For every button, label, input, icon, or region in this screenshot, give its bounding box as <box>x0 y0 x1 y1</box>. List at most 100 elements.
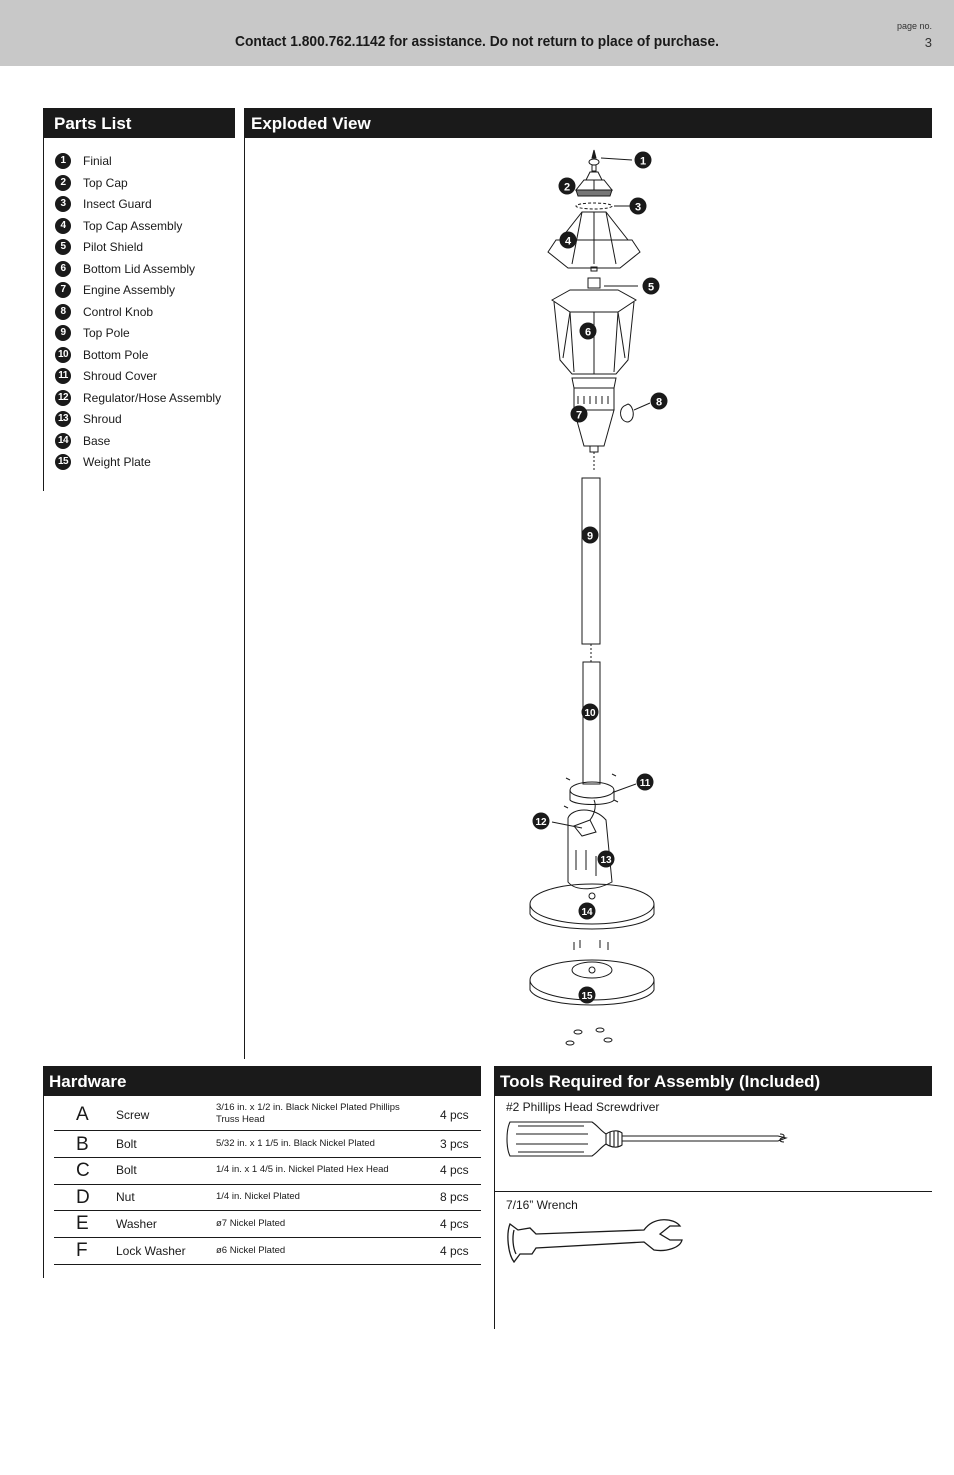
hw-letter: C <box>76 1160 90 1181</box>
base-part <box>529 883 655 930</box>
tool-name-screwdriver: #2 Phillips Head Screwdriver <box>506 1100 660 1114</box>
wrench-icon <box>507 1219 683 1264</box>
part-number: 11 <box>55 368 71 384</box>
hw-quantity: 4 pcs <box>440 1217 469 1231</box>
callout-15-label: 15 <box>581 991 593 1002</box>
header-bar: Contact 1.800.762.1142 for assistance. D… <box>0 0 954 66</box>
engine-assembly-part <box>571 377 617 470</box>
part-name: Bottom Pole <box>83 347 149 362</box>
part-number: 9 <box>55 325 71 341</box>
screwdriver-icon <box>506 1121 788 1157</box>
hw-name: Bolt <box>116 1137 137 1151</box>
list-item: 14 Base <box>55 432 235 450</box>
part-name: Shroud <box>83 412 122 426</box>
part-number: 14 <box>55 432 71 449</box>
callout-6: 6 <box>579 322 597 340</box>
callout-15: 15 <box>578 986 596 1004</box>
parts-list-rule <box>43 108 44 491</box>
table-row: F Lock Washer ø6 Nickel Plated 4 pcs <box>54 1238 481 1265</box>
exploded-view-diagram: 1 2 3 4 5 6 7 8 9 10 11 12 13 14 15 <box>529 149 668 1046</box>
hw-name: Lock Washer <box>116 1244 186 1258</box>
hw-quantity: 4 pcs <box>440 1163 469 1177</box>
part-number: 10 <box>55 346 71 363</box>
hw-quantity: 8 pcs <box>440 1190 469 1204</box>
hw-description: ø6 Nickel Plated <box>216 1245 286 1256</box>
callout-13: 13 <box>597 850 615 868</box>
hardware-heading: Hardware <box>44 1066 481 1096</box>
hw-quantity: 4 pcs <box>440 1244 469 1258</box>
top-cap-part <box>574 171 614 197</box>
control-knob-part <box>620 402 651 423</box>
part-number: 1 <box>55 153 71 169</box>
bottom-lid-assembly-part <box>551 289 637 375</box>
table-row: D Nut 1/4 in. Nickel Plated 8 pcs <box>54 1185 481 1211</box>
callout-2-label: 2 <box>564 182 570 194</box>
hw-letter: B <box>76 1134 89 1155</box>
callout-10: 10 <box>581 703 599 721</box>
plate-hardware <box>565 1027 613 1046</box>
part-name: Top Cap Assembly <box>83 218 183 233</box>
hardware-rule <box>43 1066 44 1278</box>
contact-line: Contact 1.800.762.1142 for assistance. D… <box>235 33 719 50</box>
list-item: 11 Shroud Cover <box>55 367 235 385</box>
callout-12: 12 <box>532 812 550 830</box>
list-item: 10 Bottom Pole <box>55 346 235 364</box>
part-name: Base <box>83 433 111 448</box>
part-number: 6 <box>55 260 71 277</box>
callout-3: 3 <box>629 197 647 215</box>
part-number: 2 <box>55 174 71 191</box>
part-number: 13 <box>55 411 71 427</box>
shroud-part <box>567 809 613 890</box>
part-number: 7 <box>55 282 71 298</box>
tool-name-wrench: 7/16” Wrench <box>506 1198 578 1212</box>
tools-rule <box>494 1066 495 1329</box>
page-number-label: page no. <box>896 21 932 31</box>
hw-letter: A <box>76 1104 89 1125</box>
part-number: 8 <box>55 303 71 320</box>
callout-4: 4 <box>559 231 577 249</box>
part-name: Bottom Lid Assembly <box>83 261 196 276</box>
callout-10-label: 10 <box>584 708 596 719</box>
callout-2: 2 <box>558 177 576 195</box>
callout-9-label: 9 <box>587 531 593 543</box>
callout-11-label: 11 <box>640 778 651 789</box>
list-item: 6 Bottom Lid Assembly <box>55 260 235 278</box>
hw-description: 3/16 in. x 1/2 in. Black Nickel Plated P… <box>216 1102 400 1125</box>
top-cap-assembly-part <box>547 211 641 272</box>
part-number: 15 <box>55 454 71 470</box>
list-item: 15 Weight Plate <box>55 453 235 471</box>
callout-5-label: 5 <box>648 282 654 294</box>
callout-8-label: 8 <box>656 397 662 409</box>
parts-list-heading: Parts List <box>44 108 235 138</box>
hw-name: Bolt <box>116 1163 137 1177</box>
bottom-pole-part <box>582 661 601 785</box>
callout-3-label: 3 <box>635 202 641 214</box>
callout-9: 9 <box>581 526 599 544</box>
weight-plate-part <box>529 959 655 1006</box>
callout-1: 1 <box>634 151 652 169</box>
tools-divider <box>495 1191 932 1192</box>
exploded-view-rule <box>244 108 245 1059</box>
part-name: Shroud Cover <box>83 369 158 383</box>
base-bolts <box>573 940 609 950</box>
part-name: Weight Plate <box>83 455 151 469</box>
part-number: 5 <box>55 239 71 255</box>
hw-name: Screw <box>116 1108 150 1122</box>
tools-heading: Tools Required for Assembly (Included) <box>495 1066 932 1096</box>
insect-guard-part <box>575 202 630 210</box>
part-number: 3 <box>55 196 71 212</box>
callout-7: 7 <box>570 405 588 423</box>
callout-1-label: 1 <box>640 156 646 168</box>
part-name: Regulator/Hose Assembly <box>83 390 222 405</box>
callout-11: 11 <box>636 773 654 791</box>
finial-part <box>588 149 633 172</box>
hw-description: 1/4 in. x 1 4/5 in. Nickel Plated Hex He… <box>216 1164 389 1175</box>
regulator-hose-part <box>551 799 597 837</box>
hw-quantity: 3 pcs <box>440 1137 469 1151</box>
